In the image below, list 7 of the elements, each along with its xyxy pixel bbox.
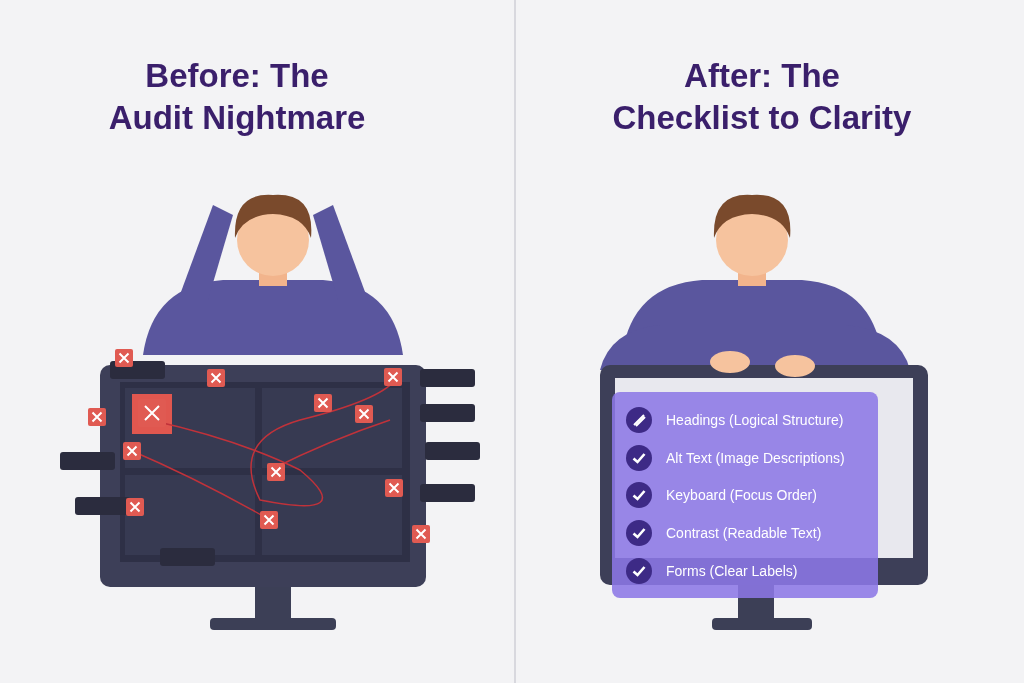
panel-heading: Before: The Audit Nightmare bbox=[107, 56, 367, 138]
checklist-item: Alt Text (Image Descriptions) bbox=[666, 450, 845, 466]
checklist-item: Headings (Logical Structure) bbox=[666, 412, 844, 428]
checklist-item: Forms (Clear Labels) bbox=[666, 563, 798, 579]
checklist-item: Contrast (Readable Text) bbox=[666, 525, 822, 541]
panel-heading: After: The Checklist to Clarity bbox=[611, 56, 913, 138]
checklist-item: Keyboard (Focus Order) bbox=[666, 487, 817, 503]
